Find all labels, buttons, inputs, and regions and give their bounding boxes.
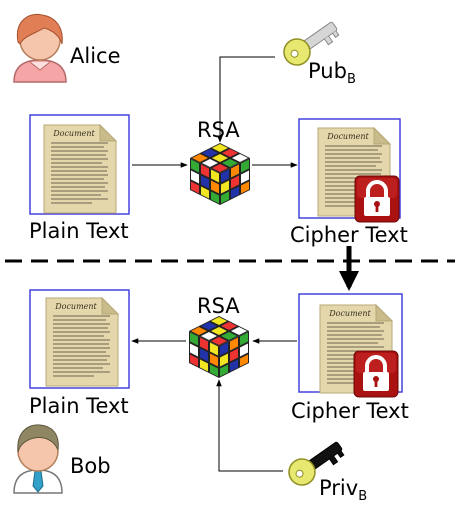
top-rsa-label: RSA <box>197 118 240 142</box>
arrows <box>131 56 298 472</box>
priv-key-label: PrivB <box>319 476 367 504</box>
priv-key-icon <box>288 441 345 486</box>
priv-key-subscript: B <box>358 489 368 504</box>
bob-name: Bob <box>70 454 111 478</box>
bottom-rsa-label: RSA <box>197 294 240 318</box>
arrow-privkey-to-rsa <box>216 379 283 472</box>
top-cipher-label: Cipher Text <box>290 223 408 247</box>
bottom-rsa-cube-icon <box>189 316 249 378</box>
bob-avatar <box>13 424 63 494</box>
bottom-cipher-label: Cipher Text <box>291 399 409 423</box>
pub-key-icon <box>283 21 340 66</box>
pub-key-subscript: B <box>346 72 356 87</box>
pub-key-main: Pub <box>308 59 347 83</box>
alice-name: Alice <box>70 44 121 68</box>
priv-key-main: Priv <box>319 476 359 500</box>
bottom-plain-label: Plain Text <box>29 394 129 418</box>
alice-avatar <box>13 13 67 83</box>
arrow-pubkey-to-rsa <box>217 56 275 143</box>
top-plain-label: Plain Text <box>29 219 129 243</box>
pub-key-label: PubB <box>308 59 356 87</box>
top-rsa-cube-icon <box>190 143 250 205</box>
